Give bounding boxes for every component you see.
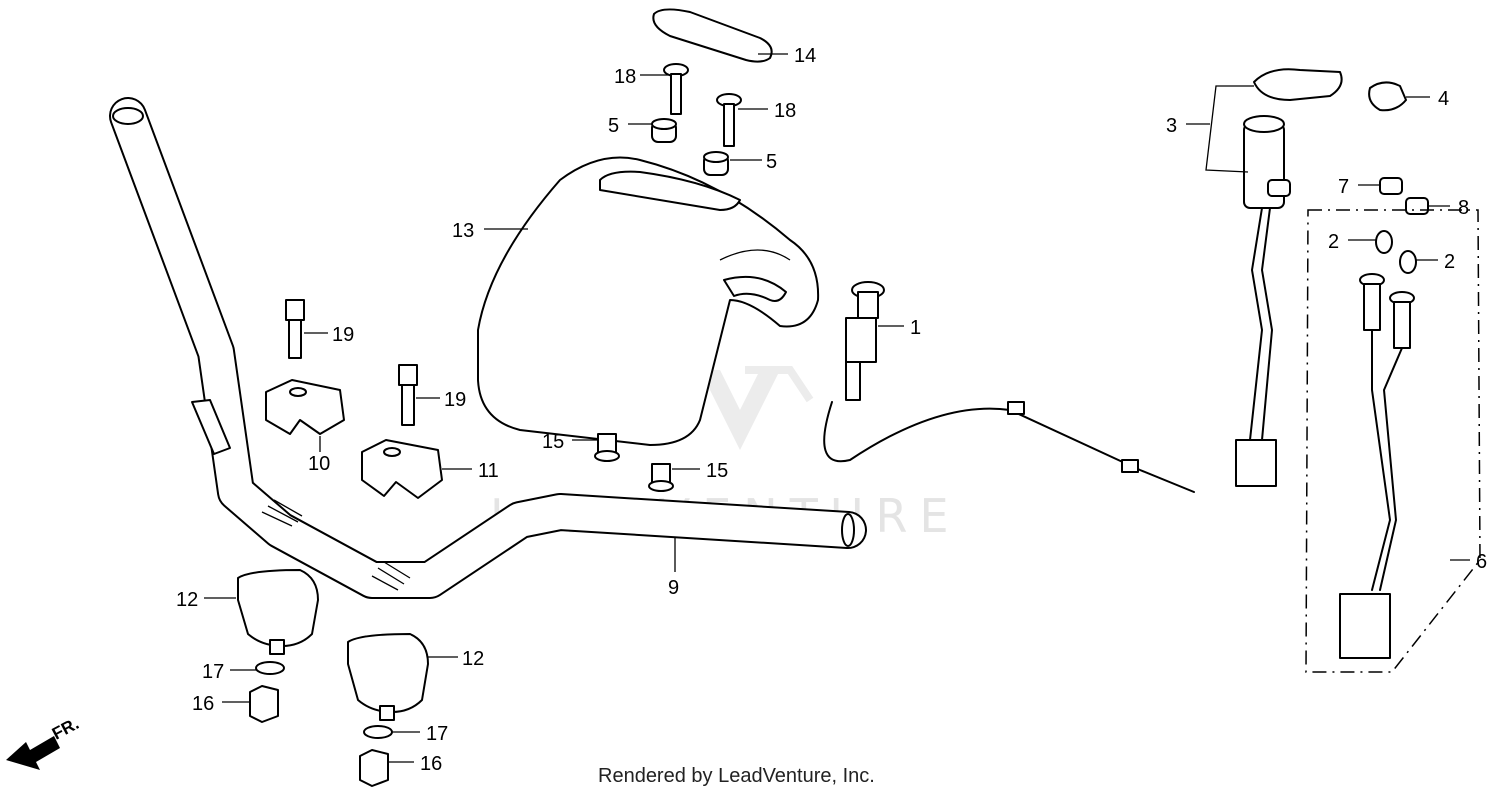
callout-16a[interactable]: 16 (192, 693, 214, 715)
nut-16a[interactable] (249, 685, 279, 723)
choke-cable[interactable] (823, 281, 1195, 493)
callout-17b[interactable]: 17 (426, 723, 448, 745)
handlebar-cover[interactable] (477, 156, 820, 446)
screw-18b[interactable] (716, 93, 742, 147)
grommet-5a[interactable] (651, 118, 677, 143)
callout-2a[interactable]: 2 (1328, 231, 1339, 253)
upper-holder-11[interactable] (361, 439, 443, 499)
cover-pad[interactable] (652, 8, 773, 63)
callout-11[interactable]: 11 (478, 460, 499, 482)
callout-15a[interactable]: 15 (542, 431, 564, 453)
callout-18a[interactable]: 18 (614, 66, 636, 88)
callout-5a[interactable]: 5 (608, 115, 619, 137)
washer-17b[interactable] (363, 725, 393, 739)
indicator-lens-8[interactable] (1405, 197, 1429, 215)
bolt-19a[interactable] (285, 299, 305, 359)
callout-2b[interactable]: 2 (1444, 251, 1455, 273)
washer-17a[interactable] (255, 661, 285, 675)
upper-holder-10[interactable] (265, 379, 345, 435)
key-cap[interactable] (1368, 81, 1407, 112)
lower-holder-12a[interactable] (237, 569, 319, 655)
callout-9[interactable]: 9 (668, 577, 679, 599)
callout-13[interactable]: 13 (452, 220, 474, 242)
callout-12a[interactable]: 12 (176, 589, 198, 611)
callout-14[interactable]: 14 (794, 45, 816, 67)
callout-15b[interactable]: 15 (706, 460, 728, 482)
callout-1[interactable]: 1 (910, 317, 921, 339)
callout-5b[interactable]: 5 (766, 151, 777, 173)
bulb-2a[interactable] (1375, 230, 1393, 254)
ignition-switch[interactable] (1235, 68, 1343, 487)
nut-15b[interactable] (648, 463, 674, 492)
leader-lines (204, 53, 1470, 763)
indicator-lens-7[interactable] (1267, 179, 1291, 197)
callout-8[interactable]: 8 (1458, 197, 1469, 219)
bolt-19b[interactable] (398, 364, 418, 426)
indicator-harness[interactable] (1305, 209, 1481, 673)
handlebar[interactable] (109, 97, 867, 599)
callout-19b[interactable]: 19 (444, 389, 466, 411)
indicator-lens-7-ref[interactable] (1379, 177, 1403, 195)
callout-3[interactable]: 3 (1166, 115, 1177, 137)
lower-holder-12b[interactable] (347, 633, 429, 721)
nut-15a[interactable] (594, 433, 620, 462)
callout-19a[interactable]: 19 (332, 324, 354, 346)
callout-17a[interactable]: 17 (202, 661, 224, 683)
callout-6[interactable]: 6 (1476, 551, 1487, 573)
screw-18a[interactable] (663, 63, 689, 115)
callout-12b[interactable]: 12 (462, 648, 484, 670)
callout-7[interactable]: 7 (1338, 176, 1349, 198)
callout-4[interactable]: 4 (1438, 88, 1449, 110)
footer-credit: Rendered by LeadVenture, Inc. (598, 765, 875, 787)
callout-16b[interactable]: 16 (420, 753, 442, 775)
nut-16b[interactable] (359, 749, 389, 787)
callout-labels: 14 18 18 5 5 13 19 19 10 11 15 15 1 9 12… (176, 45, 1487, 775)
grommet-5b[interactable] (703, 151, 729, 176)
callout-18b[interactable]: 18 (774, 100, 796, 122)
callout-10[interactable]: 10 (308, 453, 330, 475)
front-direction-arrow: FR. (6, 714, 82, 770)
bulb-2b[interactable] (1399, 250, 1417, 274)
